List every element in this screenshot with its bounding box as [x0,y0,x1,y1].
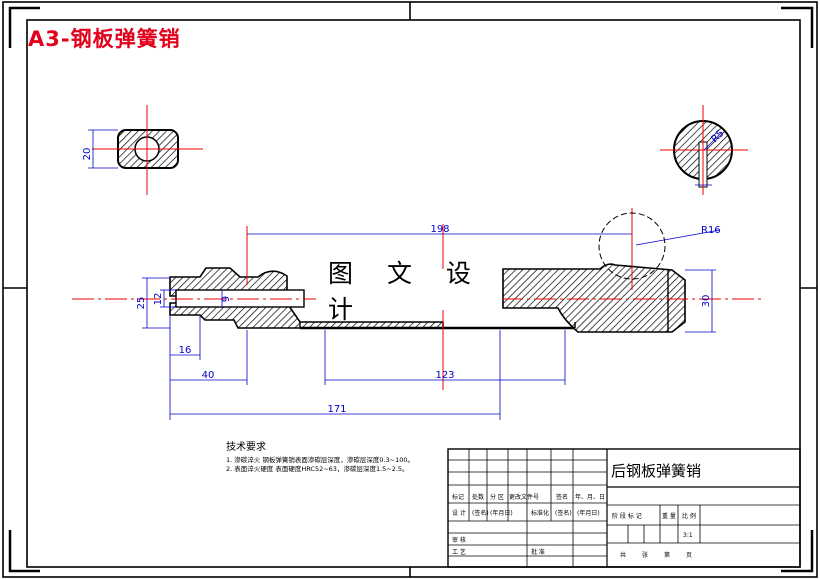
tb-header-3: 更改文件号 [509,493,539,501]
dimension-texts: 198 R16 25 12 9 30 16 40 123 171 [136,224,721,415]
tb-approve: 批 准 [531,548,545,556]
tb-design-1: (签名) [472,509,489,517]
left-section-view: 20 [82,105,203,195]
dimension-lines [142,229,721,420]
tb-stage-1: 重 量 [662,512,676,520]
dim-overall-top: 198 [430,224,449,235]
part-name: 后钢板弹簧销 [611,462,701,480]
dim-groove-length: 123 [435,370,454,381]
drawing-title: A3-钢板弹簧销 [28,27,181,51]
tb-header-4: 签名 [556,493,568,501]
main-view [72,208,762,390]
dim-total-length: 171 [327,404,346,415]
tb-review: 审 核 [452,536,466,544]
dim-bore: 12 [153,293,164,306]
tb-header-5: 年、月、日 [575,493,605,501]
tb-design-5: (年月日) [577,509,600,517]
tb-header-2: 分 区 [490,493,504,501]
tb-sheets-0: 共 [620,551,626,559]
tb-design-2: (年月日) [490,509,513,517]
tb-header-1: 处数 [472,493,484,501]
tb-stage-0: 阶 段 标 记 [612,512,642,520]
tb-design-3: 标准化 [531,509,549,517]
watermark-brand: 图 文 设 计 [316,259,502,324]
tb-sheets-1: 张 [642,551,648,559]
tb-design-0: 设 计 [452,509,466,517]
technical-requirements: 技术要求 1. 渗碳淬火 钢板弹簧销表面渗碳层深度，渗碳层深度0.3~100。 … [226,440,414,473]
tech-req-item-1: 1. 渗碳淬火 钢板弹簧销表面渗碳层深度，渗碳层深度0.3~100。 [226,455,414,464]
tb-header-0: 标记 [452,493,464,501]
dim-hole: 9 [221,296,232,302]
tb-process: 工 艺 [452,548,466,556]
dim-end-length: 16 [179,345,192,356]
dim-diameter-left: 25 [136,297,147,310]
tb-stage-2: 比 例 [682,512,696,520]
title-block: 后钢板弹簧销 标记 处数 分 区 更改文件号 签名 年、月、日 设 计 (签名)… [447,448,801,568]
tech-req-item-2: 2. 表面淬火硬度 表面硬度HRC52~63，渗碳层深度1.5~2.5。 [226,464,409,473]
tb-sheets-2: 第 [664,551,670,559]
dim-radius: R16 [701,225,721,236]
tech-req-heading: 技术要求 [226,440,266,453]
tb-scale: 3:1 [683,532,693,539]
tb-sheets-3: 页 [686,552,692,559]
dim-diameter-right: 30 [701,295,712,308]
left-section-dimension: 20 [82,148,93,161]
right-section-view: R5 [660,105,748,195]
dim-shoulder-length: 40 [202,370,215,381]
tb-design-4: (签名) [555,509,572,517]
